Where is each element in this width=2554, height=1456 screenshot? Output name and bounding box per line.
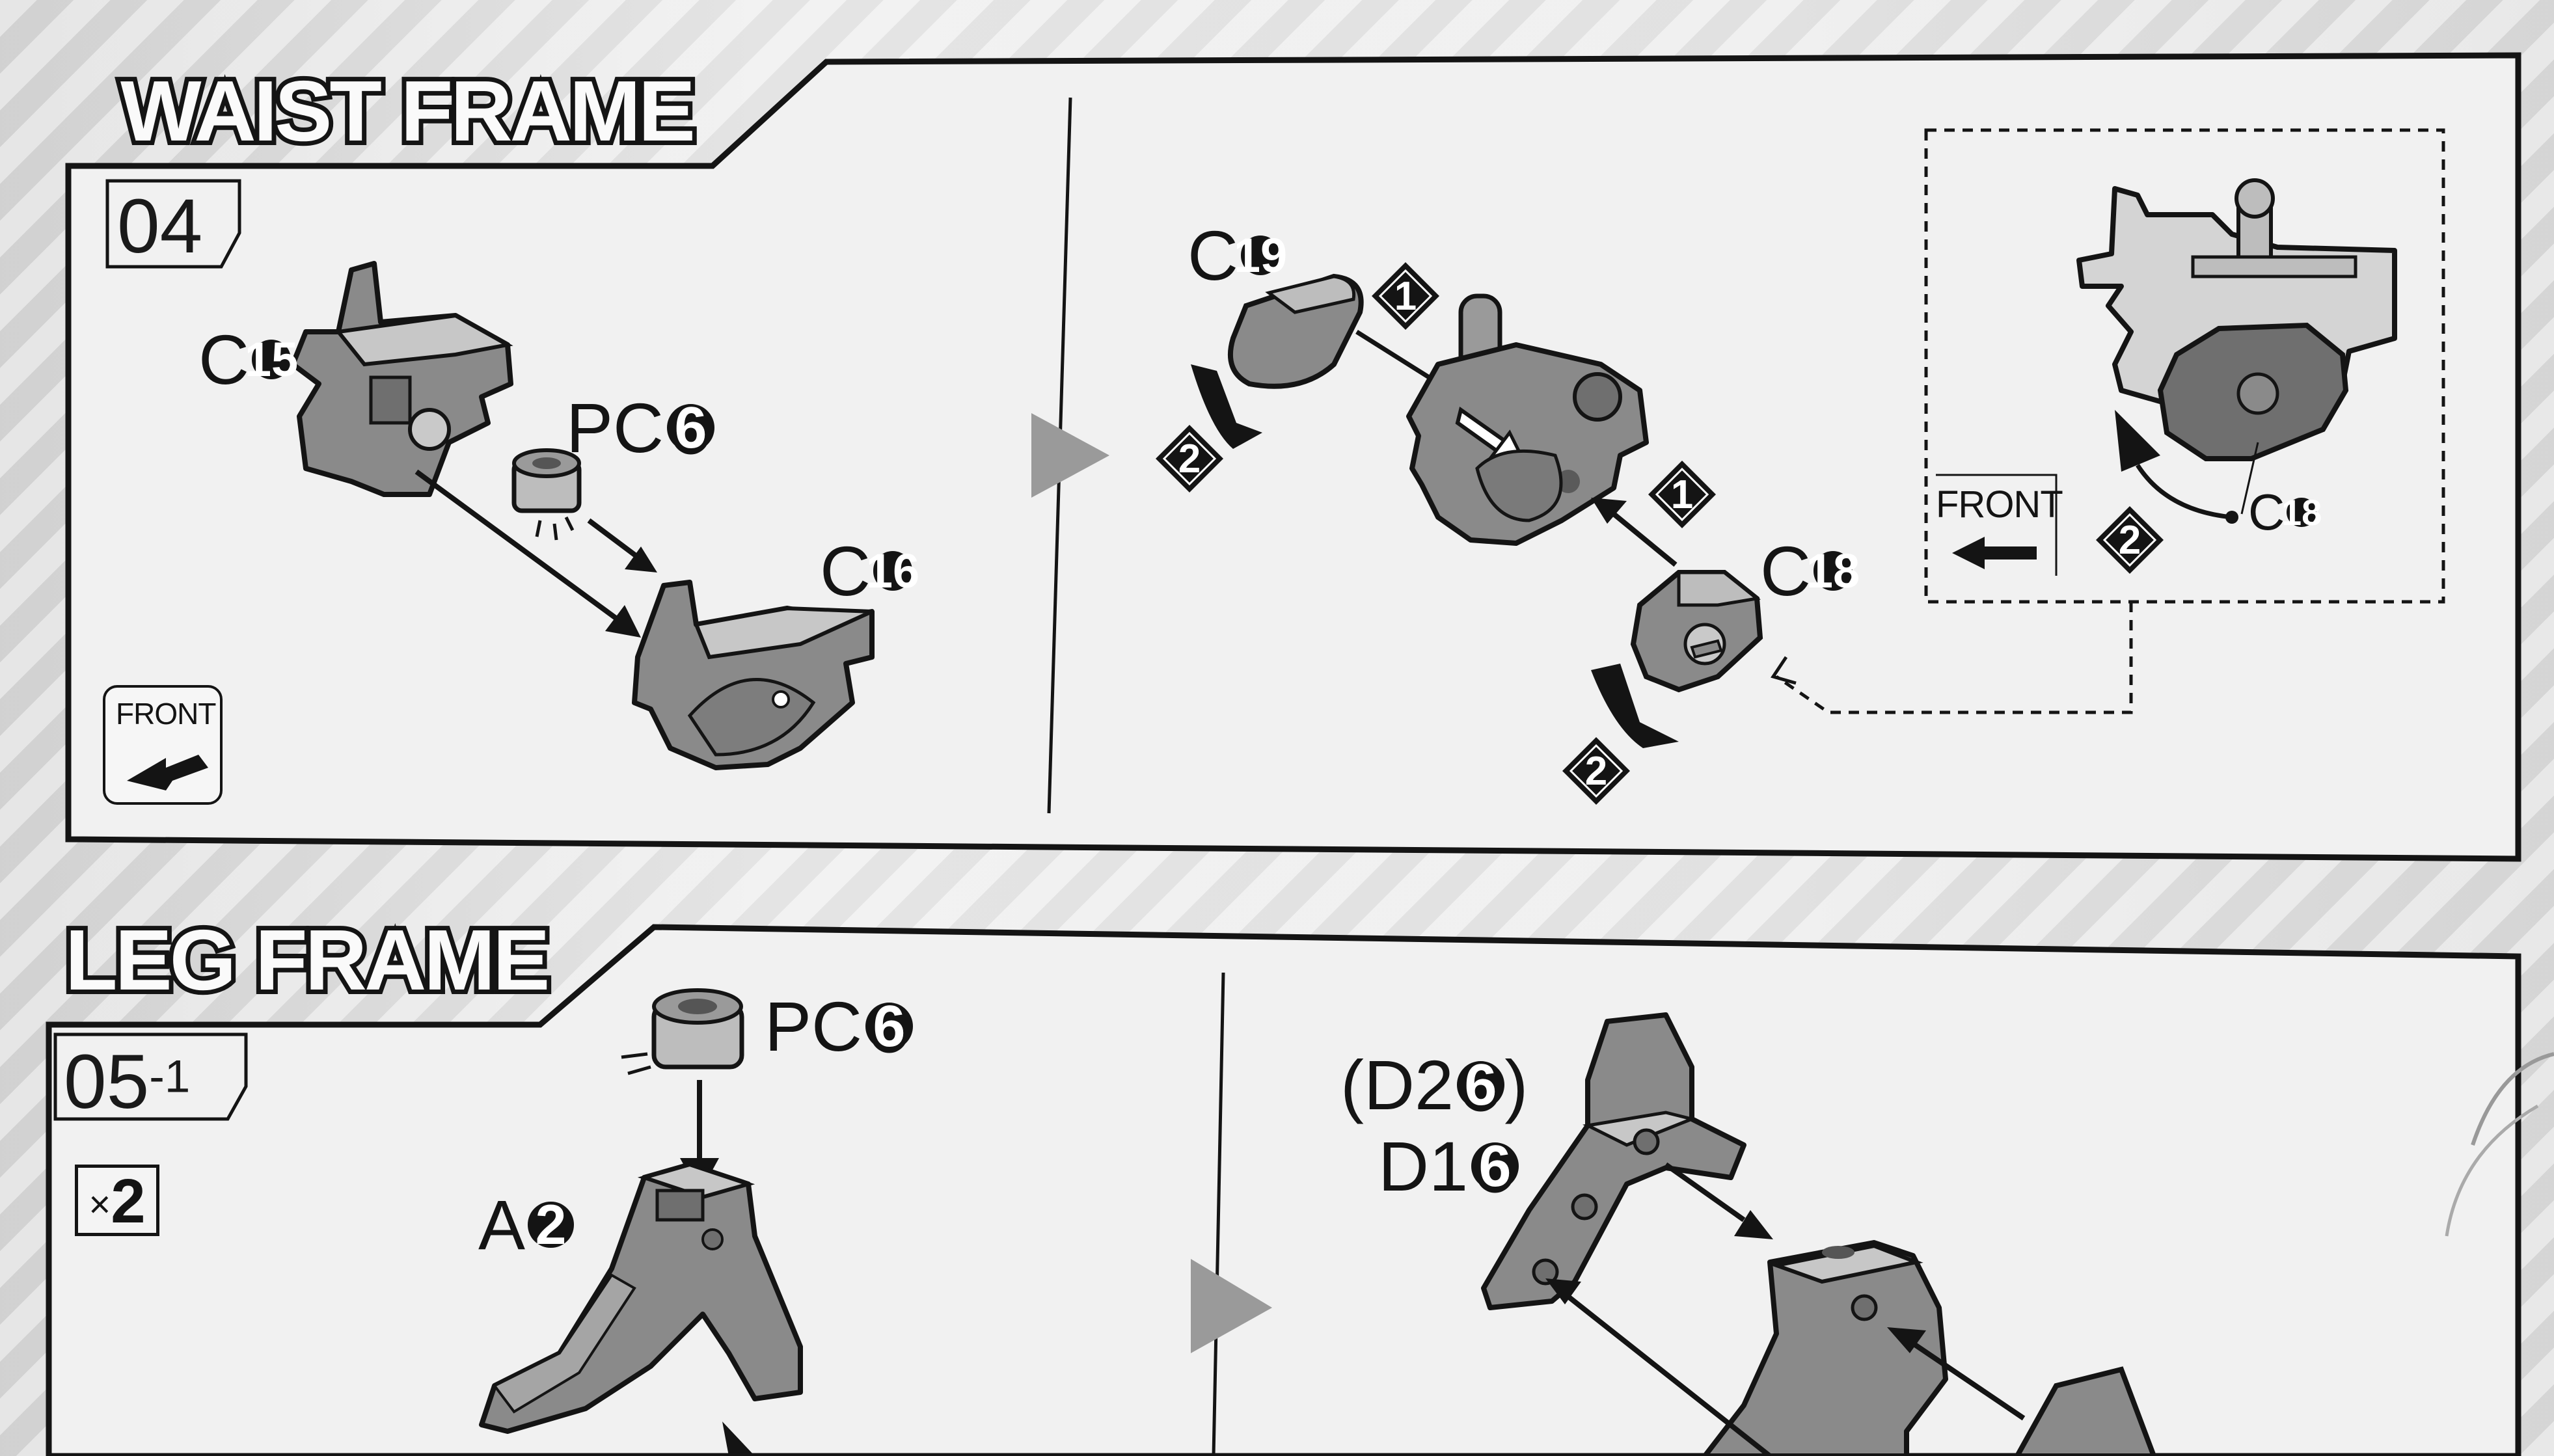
detail-front-label: FRONT [1936,483,2063,526]
part-letter: D1 [1378,1126,1468,1207]
order-badge-2-detail: 2 [2094,504,2166,576]
paren-open: ( [1340,1044,1364,1126]
section-title-leg-frame: LEG FRAME [65,911,547,1009]
part-letter: C [820,530,871,612]
part-letter: PC [765,986,862,1067]
part-letter: A [478,1184,525,1265]
order-badge-number: 2 [1154,423,1225,494]
order-badge-number: 1 [1370,260,1441,332]
paren-close: ) [1504,1044,1528,1126]
order-badge-1-top: 1 [1370,260,1441,332]
step-number-04: 04 [117,182,202,271]
order-badge-2-left: 2 [1154,423,1225,494]
section-title-waist-frame: WAIST FRAME [120,62,693,160]
front-label: FRONT [116,696,215,731]
part-number-badge: 16 [873,551,913,591]
quantity-multiplier: ×2 [75,1165,159,1236]
step-number-value: 05 [64,1039,149,1125]
order-badge-1-right: 1 [1646,459,1718,530]
part-number-badge: 6 [1457,1061,1505,1109]
multiplier-count: 2 [111,1170,145,1233]
part-number-badge: 19 [1241,236,1281,275]
part-number-badge: 15 [252,340,292,379]
order-badge-number: 2 [2094,504,2166,576]
part-number-badge: 6 [1471,1142,1519,1191]
order-badge-number: 2 [1560,735,1632,807]
multiplier-sign: × [88,1183,111,1226]
step-number-suffix: -1 [149,1051,190,1103]
part-number-badge: 2 [528,1202,574,1248]
order-badge-number: 1 [1646,459,1718,530]
part-letter: PC [566,387,664,468]
part-number-badge: 6 [865,1003,914,1051]
order-badge-2-bottom: 2 [1560,735,1632,807]
part-letter: C [1188,215,1238,296]
part-number-badge: 6 [667,404,715,452]
part-letter: C [2248,483,2285,542]
part-number-badge: 18 [1814,551,1853,591]
step-number-05-1: 05-1 [64,1038,190,1126]
part-letter: D2 [1364,1044,1454,1126]
part-number-badge: 18 [2287,498,2316,528]
part-letter: C [198,319,249,400]
part-letter: C [1760,530,1811,612]
step-number-value: 04 [117,183,202,269]
